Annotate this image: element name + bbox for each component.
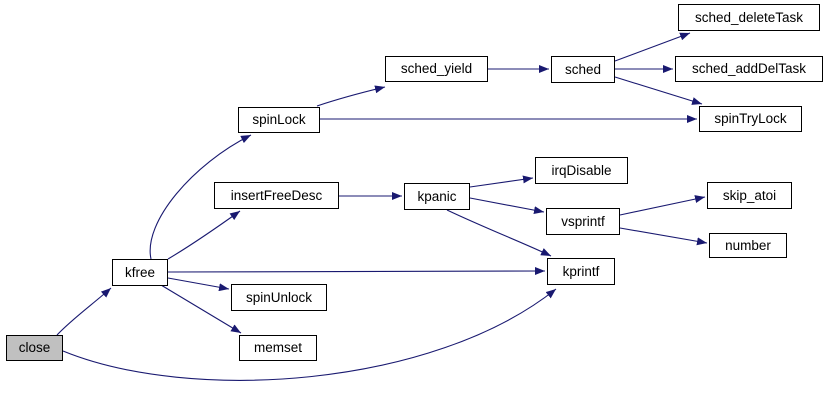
node-skip_atoi[interactable]: skip_atoi — [707, 182, 792, 209]
edge-kpanic-to-vsprintf — [469, 197, 545, 215]
node-vsprintf[interactable]: vsprintf — [546, 208, 620, 235]
node-spinUnlock[interactable]: spinUnlock — [231, 284, 327, 311]
node-irqDisable[interactable]: irqDisable — [535, 157, 628, 184]
node-spinTryLock[interactable]: spinTryLock — [699, 106, 802, 132]
node-sched[interactable]: sched — [551, 56, 615, 83]
edge-kfree-to-spinUnlock — [167, 277, 230, 292]
edge-kpanic-to-kprintf — [446, 209, 552, 257]
node-close: close — [6, 335, 63, 361]
edge-kfree-to-memset — [160, 284, 242, 334]
edge-close-to-kprintf — [62, 288, 557, 381]
node-kfree[interactable]: kfree — [112, 259, 168, 286]
node-spinLock[interactable]: spinLock — [238, 107, 320, 133]
node-insertFreeDesc[interactable]: insertFreeDesc — [214, 182, 339, 209]
edge-kfree-to-insertFreeDesc — [167, 210, 241, 260]
edge-kfree-to-kprintf — [167, 267, 546, 276]
edge-kpanic-to-irqDisable — [469, 175, 534, 188]
node-sched_deleteTask[interactable]: sched_deleteTask — [678, 4, 820, 31]
edge-vsprintf-to-skip_atoi — [619, 195, 706, 216]
edge-sched-to-spinTryLock — [614, 76, 703, 105]
edge-close-to-kfree — [56, 287, 112, 336]
node-memset[interactable]: memset — [239, 335, 317, 361]
edge-sched-to-sched_deleteTask — [614, 32, 691, 62]
node-kpanic[interactable]: kpanic — [404, 183, 470, 210]
node-sched_addDelTask[interactable]: sched_addDelTask — [675, 56, 823, 82]
edge-vsprintf-to-number — [619, 227, 708, 246]
node-kprintf[interactable]: kprintf — [547, 258, 615, 285]
edge-spinLock-to-sched_yield — [316, 85, 386, 107]
node-sched_yield[interactable]: sched_yield — [385, 56, 488, 82]
node-number[interactable]: number — [709, 233, 787, 258]
edge-kfree-to-spinLock — [149, 134, 252, 260]
